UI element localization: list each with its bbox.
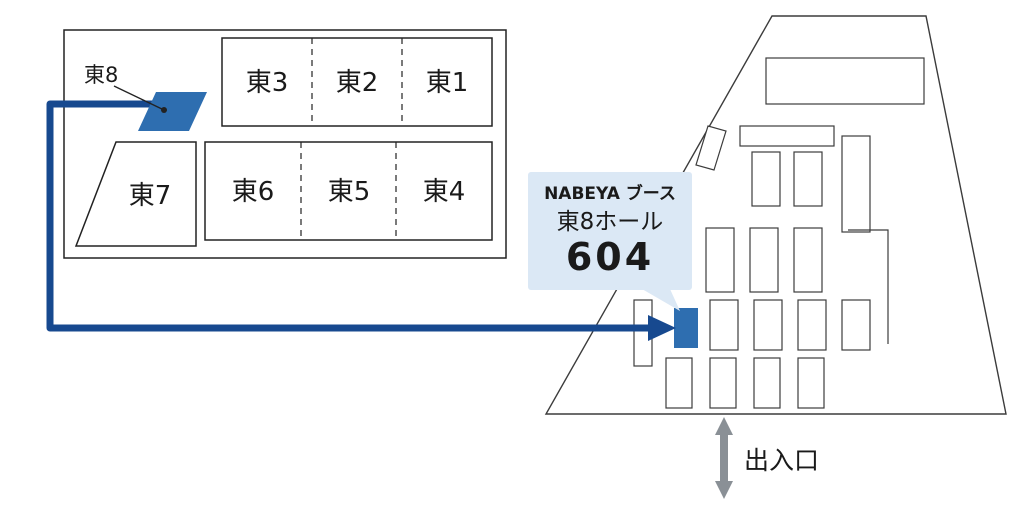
booth-block (793, 227, 823, 293)
hall7-shape (74, 141, 197, 247)
nabeya-booth-604 (674, 308, 698, 348)
wall-bracket (848, 229, 889, 344)
booth-block (665, 357, 693, 409)
overview-map: 東3 東2 東1 東6 東5 東4 東7 (63, 29, 507, 259)
booth-block (709, 357, 737, 409)
overview-outline (63, 29, 507, 259)
callout-booth-number: 604 (566, 235, 654, 279)
entrance-arrow-up-icon (715, 417, 733, 435)
entrance-marker: 出入口 (715, 417, 819, 499)
booth-block (841, 135, 871, 233)
route-arrowhead-icon (648, 315, 676, 341)
callout-bubble (528, 172, 692, 290)
hall8-floorplan (544, 15, 1007, 415)
hall-label-east6: 東6 (232, 177, 275, 207)
booth-block (797, 299, 827, 351)
booth-block (739, 125, 835, 147)
booth-block-tilted (695, 125, 727, 171)
hall-label-east1: 東1 (426, 68, 469, 98)
hall-group-top (221, 37, 493, 127)
booth-callout: NABEYA ブース 東8ホール 604 (528, 172, 692, 311)
callout-pointer (642, 289, 680, 311)
hall-label-east5: 東5 (328, 177, 371, 207)
hall8-shape (138, 92, 207, 131)
booth-block (753, 299, 783, 351)
callout-hall: 東8ホール (557, 209, 664, 235)
entrance-arrow-down-icon (715, 481, 733, 499)
hall-label-east7: 東7 (129, 181, 172, 211)
hall-label-east2: 東2 (336, 68, 379, 98)
hall8-leader-line (113, 85, 165, 111)
booth-block (797, 357, 825, 409)
hall-label-east3: 東3 (246, 68, 289, 98)
hall-group-bottom (204, 141, 493, 241)
booth-block (749, 227, 779, 293)
booth-block (793, 151, 823, 207)
booth-block (765, 57, 925, 105)
callout-company: NABEYA ブース (544, 183, 676, 204)
hall8-leader-dot (161, 107, 167, 113)
booth-block (841, 299, 871, 351)
booth-block (705, 227, 735, 293)
booth-block (709, 299, 739, 351)
hall-label-east8: 東8 (84, 63, 118, 87)
route-arrow (46, 100, 650, 332)
hall-label-east4: 東4 (423, 177, 466, 207)
entrance-label: 出入口 (744, 446, 819, 475)
booth-block (751, 151, 781, 207)
booth-block (753, 357, 781, 409)
